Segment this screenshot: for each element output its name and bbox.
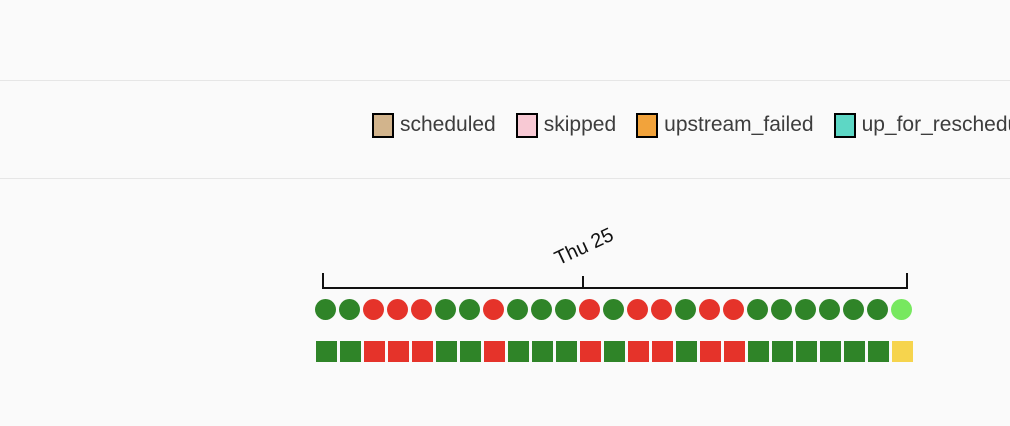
task-instances-failed-cell[interactable]	[388, 341, 409, 362]
legend-label: scheduled	[400, 113, 496, 136]
task-instances-success-cell[interactable]	[796, 341, 817, 362]
dag-runs-failed-cell[interactable]	[363, 299, 384, 320]
dag-runs-failed-cell[interactable]	[387, 299, 408, 320]
upstream-failed-swatch-icon	[636, 112, 659, 138]
scheduled-swatch-icon	[372, 112, 394, 138]
task-instances-success-cell[interactable]	[772, 341, 793, 362]
horizontal-divider-top	[0, 80, 1010, 81]
task-instances-success-cell[interactable]	[508, 341, 529, 362]
dag-runs-running-cell[interactable]	[891, 299, 912, 320]
dag-runs-success-cell[interactable]	[867, 299, 888, 320]
task-instances-success-cell[interactable]	[316, 341, 337, 362]
dag-runs-failed-cell[interactable]	[483, 299, 504, 320]
task-instances-success-cell[interactable]	[340, 341, 361, 362]
skipped-swatch-icon	[515, 112, 538, 138]
dag-runs-success-cell[interactable]	[339, 299, 360, 320]
dag-runs-success-cell[interactable]	[747, 299, 768, 320]
dag-runs-failed-cell[interactable]	[579, 299, 600, 320]
legend-item-upstream-failed[interactable]: upstream_failed	[636, 112, 814, 138]
dag-runs-success-cell[interactable]	[555, 299, 576, 320]
dag-runs-success-cell[interactable]	[795, 299, 816, 320]
dag-runs-success-cell[interactable]	[675, 299, 696, 320]
task-instances-success-cell[interactable]	[676, 341, 697, 362]
state-legend: scheduled skipped upstream_failed up_for…	[372, 112, 1010, 138]
x-axis-line	[322, 287, 908, 289]
task-instances-success-cell[interactable]	[844, 341, 865, 362]
legend-label: up_for_reschedule	[861, 113, 1010, 136]
task-instances-failed-cell[interactable]	[628, 341, 649, 362]
x-axis-tick-thu25	[582, 276, 584, 289]
task-instances-success-cell[interactable]	[436, 341, 457, 362]
dag-runs-success-cell[interactable]	[435, 299, 456, 320]
task-instances-failed-cell[interactable]	[724, 341, 745, 362]
dag-runs-success-cell[interactable]	[459, 299, 480, 320]
dag-runs-failed-cell[interactable]	[627, 299, 648, 320]
x-axis-tick-label: Thu 25	[551, 223, 618, 271]
task-instances-failed-cell[interactable]	[580, 341, 601, 362]
dag-runs-failed-cell[interactable]	[723, 299, 744, 320]
task-instances-success-cell[interactable]	[532, 341, 553, 362]
legend-item-up-for-reschedule[interactable]: up_for_reschedule	[833, 112, 1010, 138]
dag-runs-success-cell[interactable]	[819, 299, 840, 320]
dag-runs-success-cell[interactable]	[603, 299, 624, 320]
dag-runs-success-cell[interactable]	[507, 299, 528, 320]
task-instances-up_for_retry-cell[interactable]	[892, 341, 913, 362]
task-instances-failed-cell[interactable]	[700, 341, 721, 362]
task-instances-failed-cell[interactable]	[364, 341, 385, 362]
task-instance-row	[316, 341, 913, 362]
dag-runs-success-cell[interactable]	[315, 299, 336, 320]
task-instances-failed-cell[interactable]	[412, 341, 433, 362]
dag-runs-success-cell[interactable]	[771, 299, 792, 320]
task-instances-failed-cell[interactable]	[484, 341, 505, 362]
x-axis-tick-end	[906, 273, 908, 289]
task-instances-failed-cell[interactable]	[652, 341, 673, 362]
dag-run-row	[315, 299, 912, 320]
dag-runs-failed-cell[interactable]	[651, 299, 672, 320]
dag-runs-failed-cell[interactable]	[699, 299, 720, 320]
legend-label: upstream_failed	[664, 113, 814, 136]
legend-item-scheduled[interactable]: scheduled	[372, 112, 496, 138]
task-instances-success-cell[interactable]	[556, 341, 577, 362]
x-axis-tick-start	[322, 273, 324, 289]
task-instances-success-cell[interactable]	[604, 341, 625, 362]
dag-runs-success-cell[interactable]	[531, 299, 552, 320]
horizontal-divider-bottom	[0, 178, 1010, 179]
up-for-reschedule-swatch-icon	[833, 112, 856, 138]
legend-label: skipped	[543, 113, 617, 136]
dag-runs-failed-cell[interactable]	[411, 299, 432, 320]
task-instances-success-cell[interactable]	[868, 341, 889, 362]
dag-runs-success-cell[interactable]	[843, 299, 864, 320]
task-instances-success-cell[interactable]	[748, 341, 769, 362]
task-instances-success-cell[interactable]	[820, 341, 841, 362]
task-instances-success-cell[interactable]	[460, 341, 481, 362]
legend-item-skipped[interactable]: skipped	[515, 112, 617, 138]
